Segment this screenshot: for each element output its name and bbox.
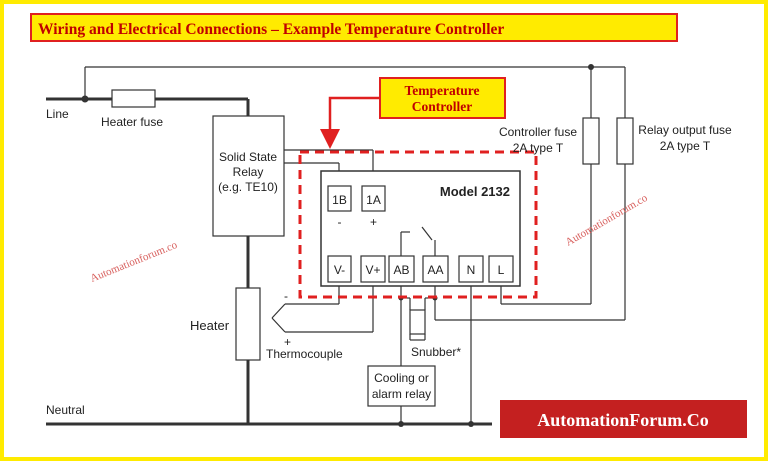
relay-switch-blade: [421, 226, 433, 241]
thermo-plus-label: +: [284, 335, 291, 349]
power-wiring: [46, 66, 626, 426]
model-label: Model 2132: [440, 184, 510, 199]
ssr-label-2: Relay: [233, 165, 264, 179]
wiring-diagram: Wiring and Electrical Connections – Exam…: [30, 13, 747, 438]
relay-fuse-label-1: Relay output fuse: [638, 123, 732, 137]
relay-output-fuse: [616, 117, 634, 165]
fuse-junction-dot: [588, 64, 594, 70]
heater-fuse-label: Heater fuse: [101, 115, 163, 129]
relay-contact-symbol: [400, 226, 436, 258]
n-neutral-dot: [468, 421, 474, 427]
thermo-minus-label: -: [284, 289, 288, 303]
heater-label: Heater: [190, 318, 230, 333]
controller-fuse: [582, 117, 600, 165]
thermo-tip-bottom: [271, 317, 286, 333]
controller-fuse-label-2: 2A type T: [513, 141, 564, 155]
callout-line-2: Controller: [412, 99, 473, 114]
terminal-1b: [327, 185, 352, 212]
controller-highlight: [298, 150, 538, 299]
logo-text: AutomationForum.Co: [537, 410, 709, 430]
heater-element: [235, 287, 261, 361]
polarity-plus: +: [370, 215, 377, 229]
heater-fuse: [111, 89, 156, 108]
terminal-ab-label: AB: [393, 263, 409, 277]
watermark-right: Automationforum.co: [564, 192, 651, 249]
cooling-neutral-dot: [398, 421, 404, 427]
terminal-aa-label: AA: [427, 263, 443, 277]
ssr-label-3: (e.g. TE10): [218, 180, 278, 194]
terminal-1b-label: 1B: [332, 193, 347, 207]
terminal-n: [458, 255, 484, 283]
terminal-v-minus-label: V-: [334, 263, 345, 277]
cooling-label-1: Cooling or: [374, 371, 429, 385]
solid-state-relay: [212, 115, 285, 237]
terminal-v-plus-label: V+: [365, 263, 380, 277]
relay-fuse-label-2: 2A type T: [660, 139, 711, 153]
terminal-l-label: L: [498, 263, 505, 277]
callout-line-1: Temperature: [405, 83, 480, 98]
terminal-v-plus: [360, 255, 386, 283]
line-label: Line: [46, 107, 69, 121]
terminal-ab: [388, 255, 415, 283]
top-terminal-block: 1B 1A - +: [327, 185, 386, 229]
snubber-label: Snubber*: [411, 345, 461, 359]
bottom-terminal-block: V- V+ AB AA N L: [327, 255, 514, 283]
controller-fuse-label-1: Controller fuse: [499, 125, 577, 139]
controller-box: [320, 170, 521, 287]
callout-arrow: [320, 96, 380, 149]
page-title: Wiring and Electrical Connections – Exam…: [38, 21, 504, 38]
logo-box: [500, 400, 747, 438]
terminal-aa: [422, 255, 449, 283]
cooling-label-2: alarm relay: [372, 387, 431, 401]
ssr-label-1: Solid State: [219, 150, 277, 164]
polarity-minus: -: [338, 215, 342, 229]
terminal-1a: [361, 185, 386, 212]
brand-logo: AutomationForum.Co: [500, 400, 747, 438]
snubber: [409, 309, 426, 335]
thermocouple-label: Thermocouple: [266, 347, 343, 361]
terminal-v-minus: [327, 255, 352, 283]
header-banner: Wiring and Electrical Connections – Exam…: [30, 13, 678, 42]
thermo-tip-top: [271, 303, 286, 319]
watermark-left: Automationforum.co: [89, 239, 180, 285]
terminal-n-label: N: [467, 263, 476, 277]
line-junction-dot: [81, 95, 89, 103]
controller-callout: Temperature Controller: [320, 77, 506, 149]
neutral-label: Neutral: [46, 403, 85, 417]
terminal-1a-label: 1A: [366, 193, 381, 207]
callout-box: [379, 77, 506, 119]
cooling-relay: [367, 365, 436, 407]
header-box: [30, 13, 678, 42]
terminal-l: [488, 255, 514, 283]
